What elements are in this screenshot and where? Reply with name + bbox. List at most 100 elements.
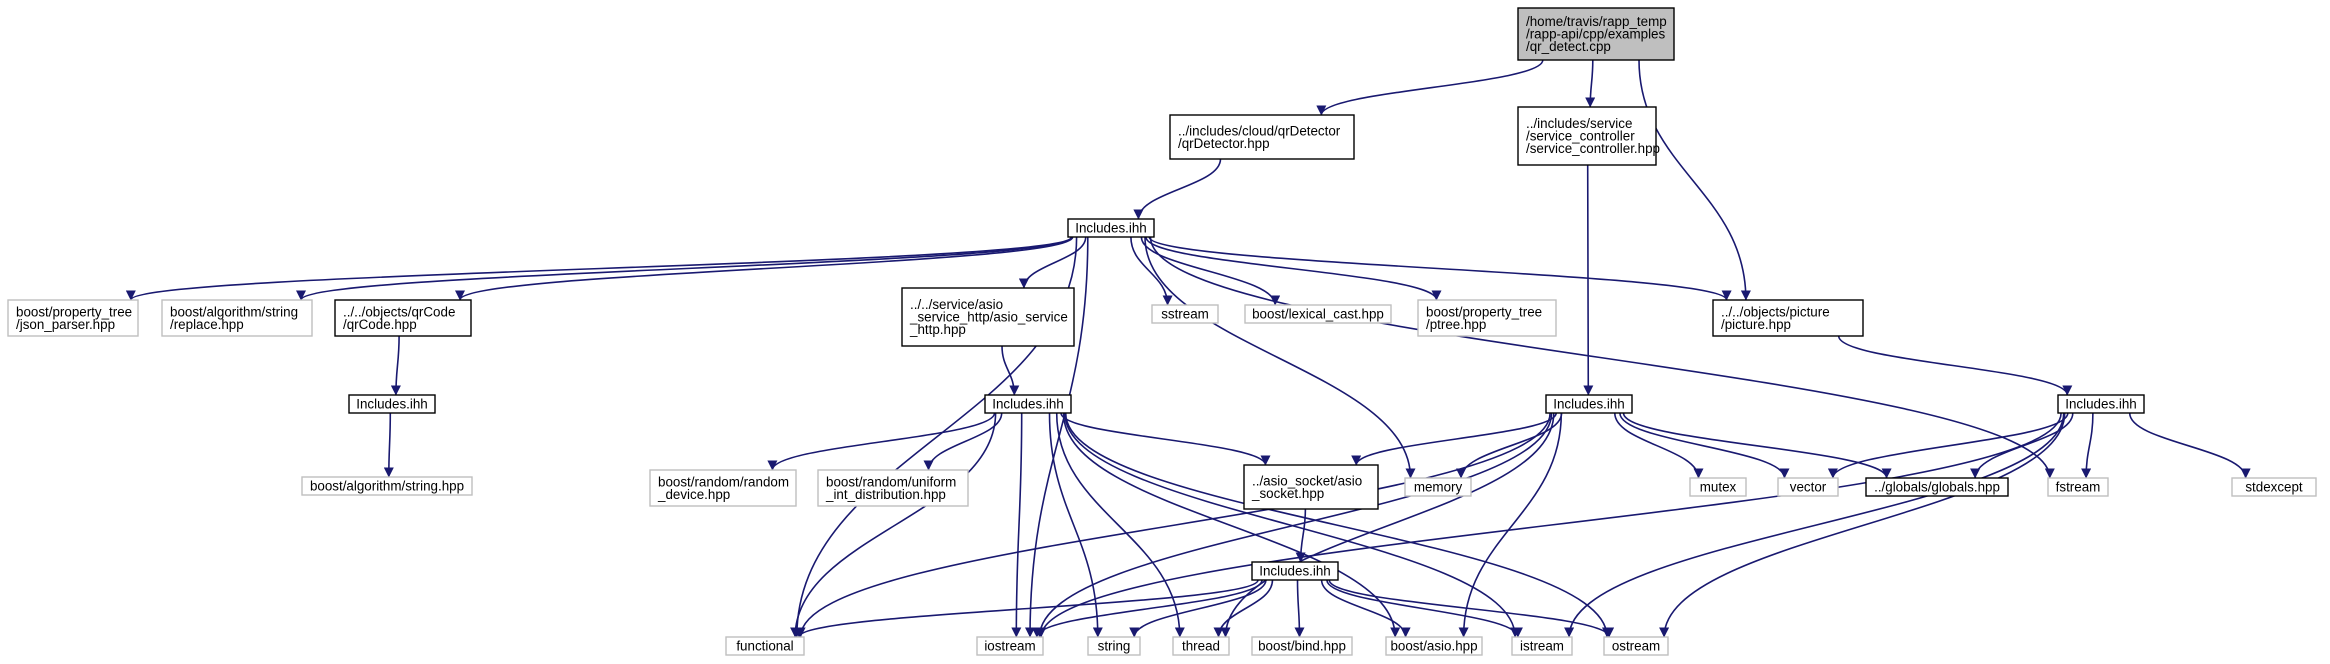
node-label-qrcode-line-1: /qrCode.hpp: [343, 317, 417, 332]
node-box-asio_socket: [1243, 464, 1379, 510]
node-label-iostream-line-0: iostream: [984, 639, 1035, 654]
node-ptree: boost/property_tree/ptree.hpp: [1417, 299, 1557, 337]
edge-inc_top-to-qrcode: [455, 236, 1074, 301]
node-asio_service[interactable]: ../../service/asio_service_http/asio_ser…: [901, 287, 1075, 347]
node-box-stdexcept: [2231, 477, 2317, 497]
node-globals[interactable]: ../globals/globals.hpp: [1865, 477, 2009, 497]
node-inc_top[interactable]: Includes.ihh: [1067, 218, 1155, 238]
node-box-string: [1087, 636, 1141, 656]
node-root[interactable]: /home/travis/rapp_temp/rapp-api/cpp/exam…: [1517, 7, 1675, 61]
node-inc_socket[interactable]: Includes.ihh: [1251, 561, 1339, 581]
node-inc_service[interactable]: Includes.ihh: [1545, 394, 1633, 414]
node-label-asio_service-line-2: _http.hpp: [909, 322, 966, 337]
node-stdexcept: stdexcept: [2231, 477, 2317, 497]
node-label-uniform_int-line-0: boost/random/uniform: [826, 474, 956, 489]
edge-inc_picture-to-stdexcept: [2128, 412, 2251, 479]
node-label-servicectl-line-1: /service_controller: [1526, 129, 1635, 144]
edge-inc_picture-to-iostream: [1036, 412, 2062, 638]
edge-inc_service-to-thread: [1220, 412, 1555, 638]
node-label-qrcode-line-0: ../../objects/qrCode: [343, 304, 455, 319]
edge-inc_top-to-json_parser: [126, 236, 1073, 301]
node-string: string: [1087, 636, 1141, 656]
node-uniform_int: boost/random/uniform_int_distribution.hp…: [817, 469, 969, 507]
edge-inc_socket-to-ostream: [1328, 579, 1614, 638]
node-box-root: [1517, 7, 1675, 61]
node-ostream: ostream: [1603, 636, 1669, 656]
node-label-servicectl-line-2: /service_controller.hpp: [1526, 141, 1660, 156]
node-box-inc_service: [1545, 394, 1633, 414]
edge-inc_picture-to-fstream: [2081, 412, 2094, 479]
edge-inc_top-to-replace: [296, 236, 1073, 301]
node-asio_socket[interactable]: ../asio_socket/asio_socket.hpp: [1243, 464, 1379, 510]
edge-inc_asio_service-to-string: [1048, 412, 1103, 638]
edge-servicectl-to-inc_service: [1583, 164, 1594, 396]
node-box-inc_picture: [2057, 394, 2145, 414]
node-label-thread-line-0: thread: [1182, 639, 1220, 654]
edge-inc_service-to-functional: [795, 412, 1551, 638]
node-label-inc_asio_service-line-0: Includes.ihh: [992, 397, 1063, 412]
node-label-inc_top-line-0: Includes.ihh: [1075, 221, 1146, 236]
node-inc_qrcode[interactable]: Includes.ihh: [348, 394, 436, 414]
node-box-inc_asio_service: [984, 394, 1072, 414]
node-sstream: sstream: [1151, 304, 1219, 324]
edge-inc_top-to-fstream: [1149, 236, 2055, 479]
node-fstream: fstream: [2047, 477, 2109, 497]
edge-inc_picture-to-ostream: [1659, 412, 2066, 638]
node-box-asio: [1385, 636, 1483, 656]
node-box-servicectl: [1517, 106, 1657, 166]
node-memory: memory: [1404, 477, 1472, 497]
node-label-ostream-line-0: ostream: [1612, 639, 1660, 654]
node-label-asio_service-line-1: _service_http/asio_service: [909, 310, 1068, 325]
node-label-functional-line-0: functional: [736, 639, 793, 654]
node-label-asio-line-0: boost/asio.hpp: [1390, 639, 1477, 654]
node-label-replace-line-1: /replace.hpp: [170, 317, 244, 332]
node-qrcode[interactable]: ../../objects/qrCode/qrCode.hpp: [334, 299, 472, 337]
node-label-ptree-line-0: boost/property_tree: [1426, 304, 1542, 319]
node-label-stdexcept-line-0: stdexcept: [2245, 480, 2303, 495]
node-label-istream-line-0: istream: [1520, 639, 1564, 654]
node-label-fstream-line-0: fstream: [2056, 480, 2101, 495]
node-lexical_cast: boost/lexical_cast.hpp: [1244, 304, 1392, 324]
file-nodes: /home/travis/rapp_temp/rapp-api/cpp/exam…: [7, 7, 2317, 656]
node-label-root-line-1: /rapp-api/cpp/examples: [1526, 27, 1665, 42]
edge-inc_asio_service-to-thread: [1055, 412, 1185, 638]
edge-qrdetector-to-inc_top: [1133, 158, 1222, 220]
edge-inc_asio_service-to-uniform_int: [923, 412, 1003, 471]
edge-inc_service-to-vector: [1619, 412, 1790, 479]
edge-inc_socket-to-string: [1129, 579, 1267, 638]
node-label-globals-line-0: ../globals/globals.hpp: [1874, 480, 2000, 495]
node-inc_asio_service[interactable]: Includes.ihh: [984, 394, 1072, 414]
edge-root-to-qrdetector: [1316, 59, 1544, 116]
node-label-lexical_cast-line-0: boost/lexical_cast.hpp: [1252, 307, 1384, 322]
node-label-json_parser-line-1: /json_parser.hpp: [16, 317, 115, 332]
node-servicectl[interactable]: ../includes/service/service_controller/s…: [1517, 106, 1660, 166]
edge-inc_service-to-globals: [1622, 412, 1892, 479]
node-box-boost_string: [301, 476, 473, 496]
node-label-inc_socket-line-0: Includes.ihh: [1259, 564, 1330, 579]
node-label-qrdetector-line-1: /qrDetector.hpp: [1178, 136, 1270, 151]
node-label-asio_service-line-0: ../../service/asio: [910, 297, 1003, 312]
node-label-bind-line-0: boost/bind.hpp: [1258, 639, 1346, 654]
edge-inc_service-to-asio_socket: [1351, 412, 1557, 466]
node-picture[interactable]: ../../objects/picture/picture.hpp: [1712, 299, 1864, 337]
node-label-boost_string-line-0: boost/algorithm/string.hpp: [310, 479, 464, 494]
edge-inc_socket-to-asio: [1320, 579, 1411, 638]
edge-inc_top-to-memory: [1144, 236, 1416, 479]
node-label-qrdetector-line-0: ../includes/cloud/qrDetector: [1178, 123, 1341, 138]
node-istream: istream: [1511, 636, 1573, 656]
node-label-sstream-line-0: sstream: [1161, 307, 1209, 322]
node-box-vector: [1777, 477, 1839, 497]
edge-inc_service-to-iostream: [1034, 412, 1553, 638]
node-label-root-line-0: /home/travis/rapp_temp: [1526, 14, 1667, 29]
node-box-uniform_int: [817, 469, 969, 507]
node-label-inc_picture-line-0: Includes.ihh: [2065, 397, 2136, 412]
node-box-globals: [1865, 477, 2009, 497]
node-label-servicectl-line-0: ../includes/service: [1526, 116, 1632, 131]
edge-root-to-servicectl: [1585, 59, 1596, 108]
node-qrdetector[interactable]: ../includes/cloud/qrDetector/qrDetector.…: [1169, 114, 1355, 160]
edge-inc_socket-to-bind: [1294, 579, 1305, 638]
edge-inc_top-to-asio_service: [1018, 236, 1087, 289]
node-inc_picture[interactable]: Includes.ihh: [2057, 394, 2145, 414]
node-box-json_parser: [7, 299, 139, 337]
